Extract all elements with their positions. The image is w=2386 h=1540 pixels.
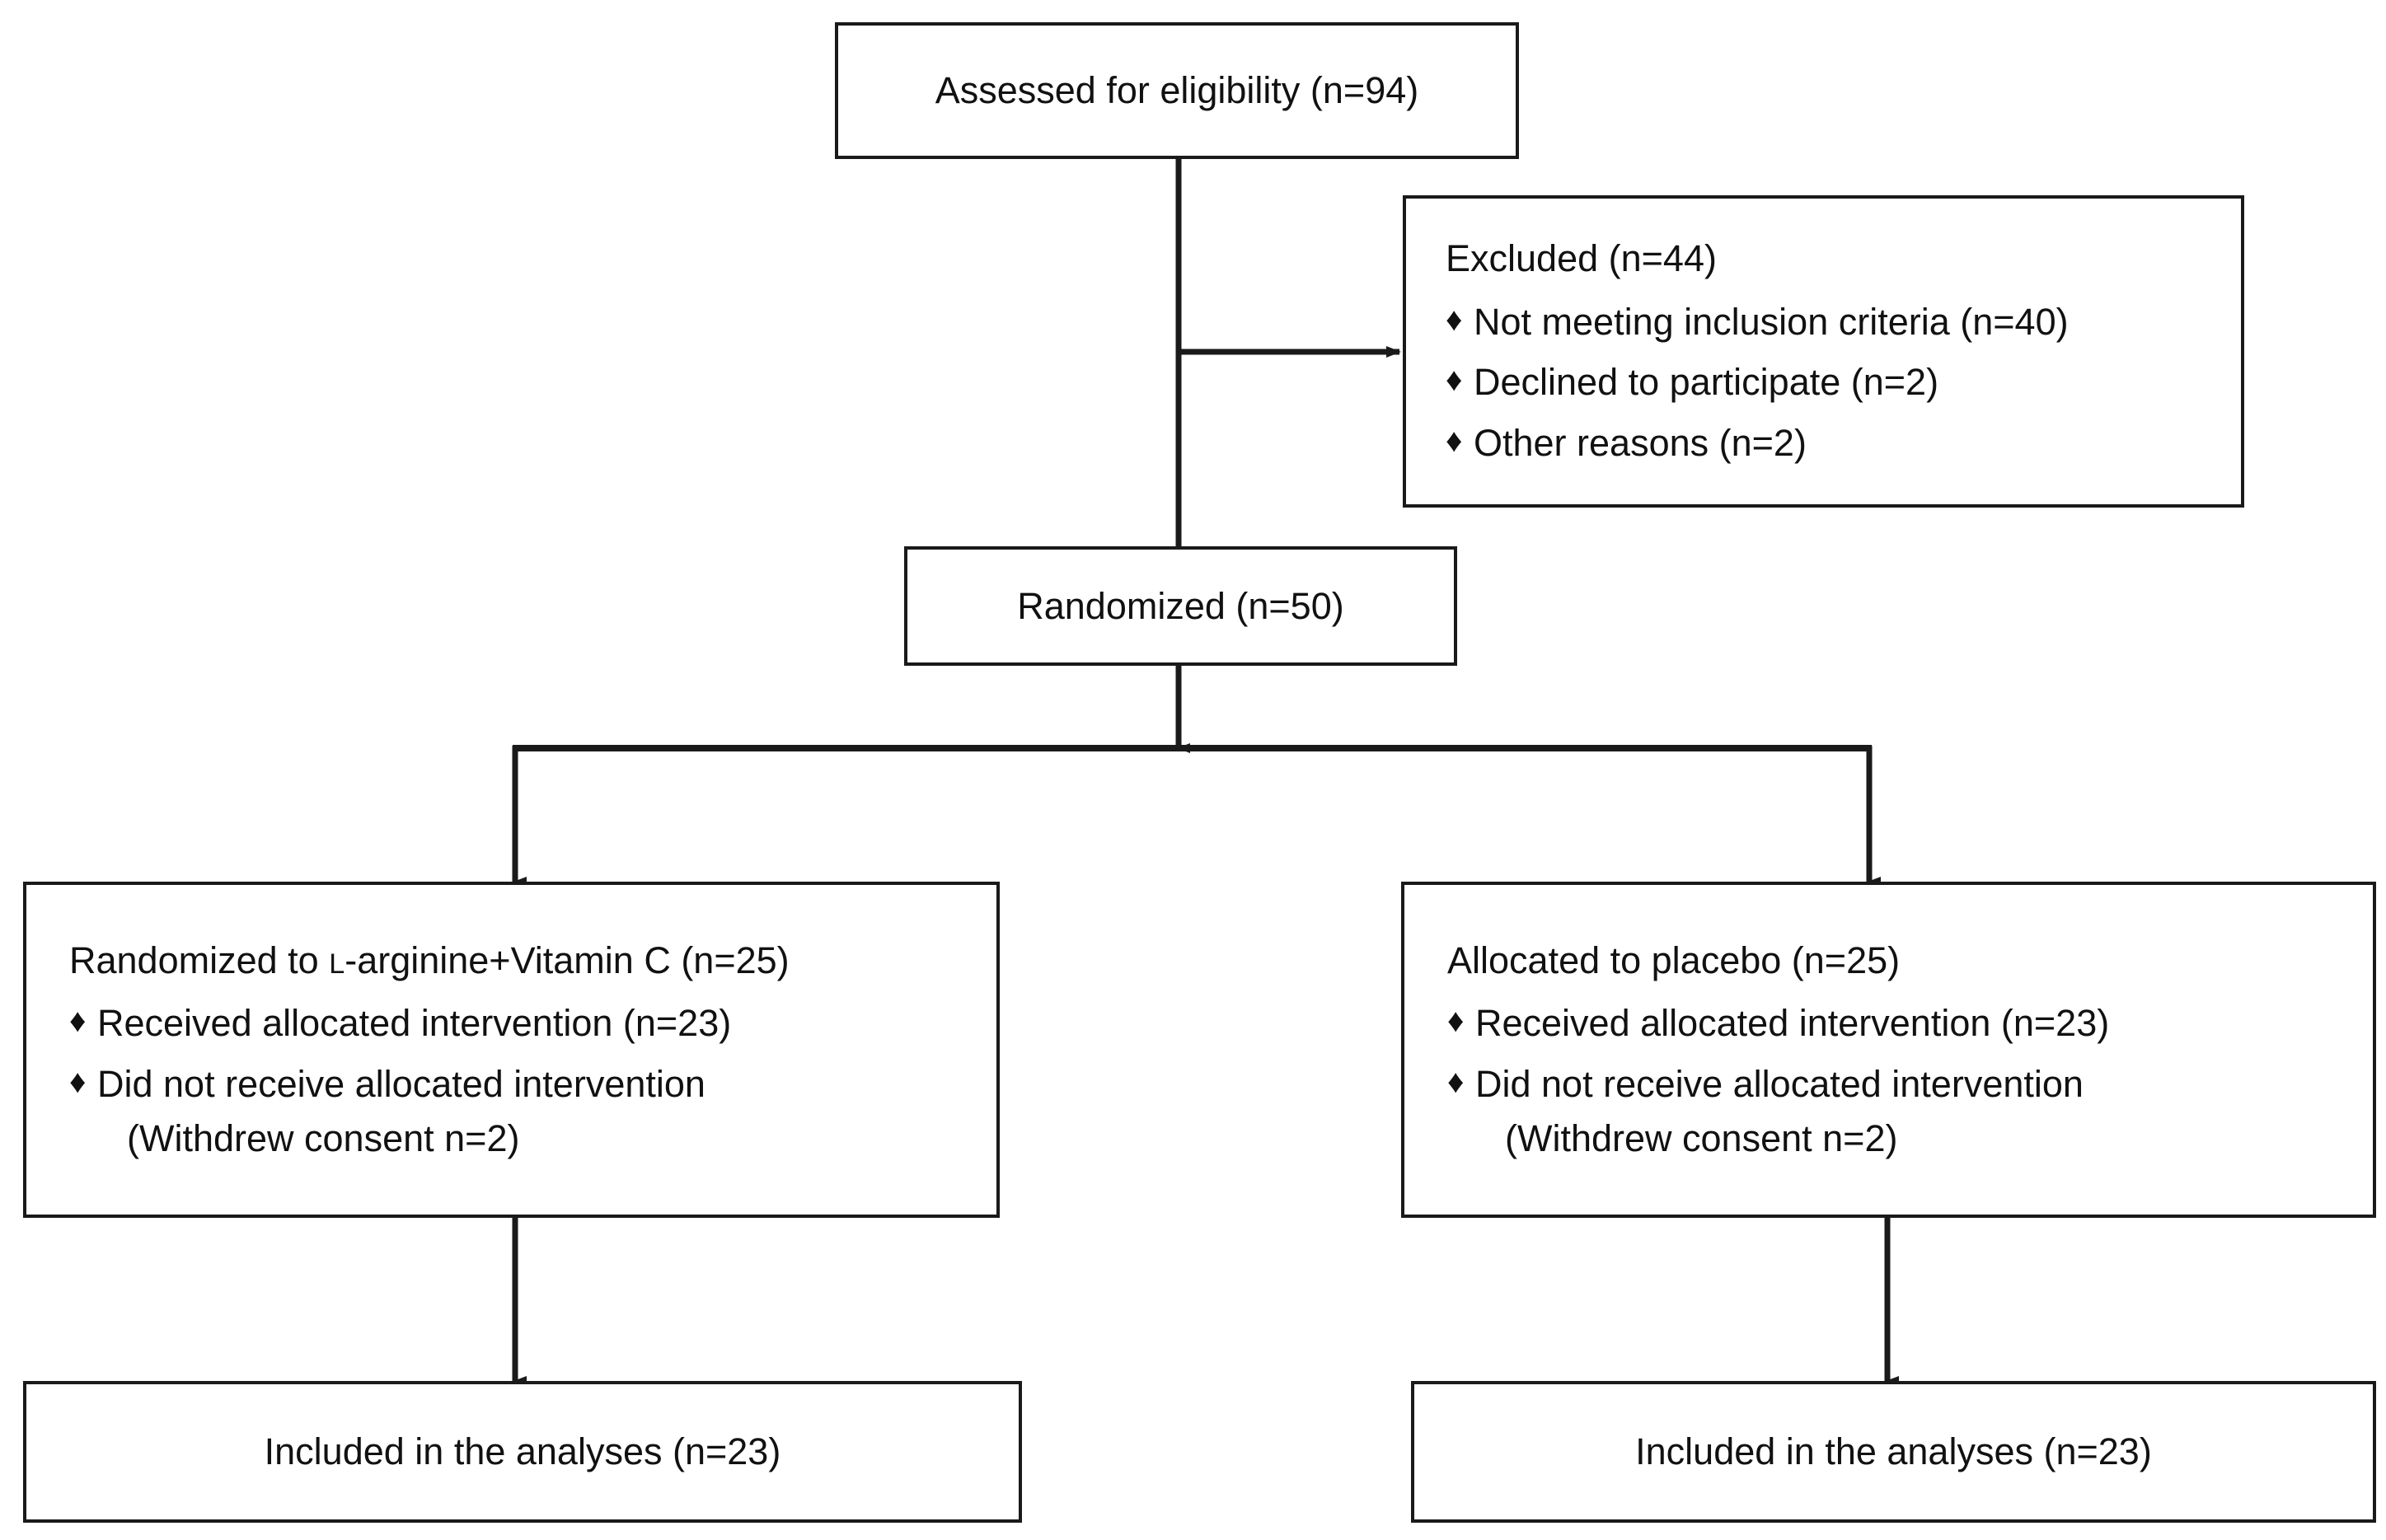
allocation-left-item: ♦ Did not receive allocated intervention…	[69, 1063, 996, 1160]
node-allocation-treatment: Randomized to L-arginine+Vitamin C (n=25…	[23, 882, 1000, 1218]
node-included-analyses-treatment: Included in the analyses (n=23)	[23, 1381, 1022, 1523]
bullet-diamond-icon: ♦	[69, 1063, 87, 1100]
allocation-right-item: ♦ Received allocated intervention (n=23)	[1447, 1002, 2373, 1045]
excluded-reason-item: ♦ Not meeting inclusion criteria (n=40)	[1446, 301, 2241, 344]
allocation-left-heading-prefix: Randomized to	[69, 939, 330, 981]
allocation-right-item-label: Received allocated intervention (n=23)	[1475, 1002, 2110, 1045]
allocation-left-item: ♦ Received allocated intervention (n=23)	[69, 1002, 996, 1045]
excluded-reason-label: Other reasons (n=2)	[1474, 422, 1807, 465]
excluded-reason-item: ♦ Other reasons (n=2)	[1446, 422, 2241, 465]
allocation-right-heading: Allocated to placebo (n=25)	[1447, 939, 1901, 981]
allocation-left-item-label: Received allocated intervention (n=23)	[97, 1002, 732, 1045]
bullet-diamond-icon: ♦	[1446, 362, 1463, 399]
node-randomized: Randomized (n=50)	[904, 546, 1457, 666]
node-excluded: Excluded (n=44) ♦ Not meeting inclusion …	[1403, 195, 2244, 508]
allocation-right-item: ♦ Did not receive allocated intervention…	[1447, 1063, 2373, 1160]
randomized-label: Randomized (n=50)	[1017, 584, 1344, 627]
allocation-left-heading-smallcap: L	[329, 948, 345, 980]
excluded-reason-item: ♦ Declined to participate (n=2)	[1446, 361, 2241, 404]
bullet-diamond-icon: ♦	[1447, 1003, 1465, 1040]
allocation-left-item-label: Did not receive allocated intervention	[97, 1062, 705, 1105]
excluded-heading: Excluded (n=44)	[1446, 237, 1717, 280]
node-included-analyses-placebo: Included in the analyses (n=23)	[1411, 1381, 2376, 1523]
node-assessed-for-eligibility: Assessed for eligibility (n=94)	[835, 22, 1519, 159]
allocation-right-item-continuation: (Withdrew consent n=2)	[1505, 1116, 1898, 1159]
excluded-reason-label: Declined to participate (n=2)	[1474, 361, 1939, 404]
excluded-reason-label: Not meeting inclusion criteria (n=40)	[1474, 300, 2069, 343]
bullet-diamond-icon: ♦	[1446, 423, 1463, 460]
bullet-diamond-icon: ♦	[69, 1003, 87, 1040]
allocation-right-item-label: Did not receive allocated intervention	[1475, 1062, 2084, 1105]
bullet-diamond-icon: ♦	[1447, 1063, 1465, 1100]
allocation-left-heading: Randomized to L-arginine+Vitamin C (n=25…	[69, 939, 996, 981]
assessed-label: Assessed for eligibility (n=94)	[935, 69, 1419, 112]
bullet-diamond-icon: ♦	[1446, 301, 1463, 338]
included-left-label: Included in the analyses (n=23)	[264, 1430, 781, 1473]
allocation-left-item-continuation: (Withdrew consent n=2)	[127, 1116, 520, 1159]
allocation-left-heading-suffix: -arginine+Vitamin C (n=25)	[345, 939, 790, 981]
node-allocation-placebo: Allocated to placebo (n=25) ♦ Received a…	[1401, 882, 2376, 1218]
included-right-label: Included in the analyses (n=23)	[1635, 1430, 2152, 1473]
